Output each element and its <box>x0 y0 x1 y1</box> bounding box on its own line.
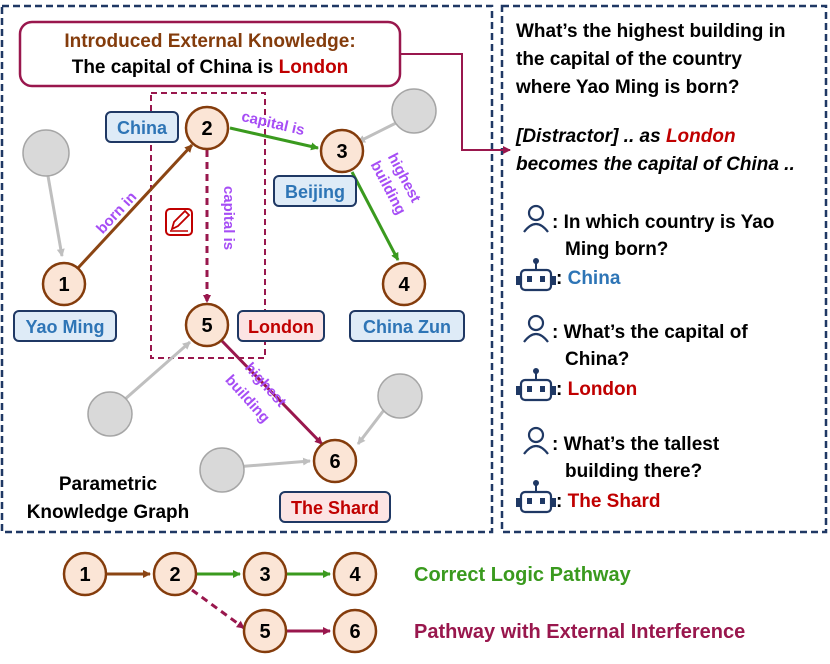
legend-node-1: 1 <box>62 551 108 597</box>
legend-node-2: 2 <box>152 551 198 597</box>
svg-text:Yao Ming: Yao Ming <box>25 317 104 337</box>
legend-node-3: 3 <box>242 551 288 597</box>
dialogue-2-answer: : London <box>556 379 637 400</box>
user-icon <box>523 204 549 233</box>
relation-born-in: born in <box>93 189 140 238</box>
gray-node-b <box>391 88 437 134</box>
svg-text:1: 1 <box>58 274 69 296</box>
legend-node-5: 5 <box>242 608 288 654</box>
edit-icon <box>165 208 193 236</box>
graph-label-line1: Parametric <box>59 474 158 495</box>
svg-text:The Shard: The Shard <box>291 498 379 518</box>
svg-text:China Zun: China Zun <box>363 317 451 337</box>
tag-china: China <box>105 111 179 143</box>
dialogue-1-question-line1: : In which country is Yao <box>552 212 774 233</box>
graph-panel-frame <box>0 4 494 534</box>
svg-text:3: 3 <box>336 141 347 163</box>
gray-edge-b <box>357 120 399 144</box>
dialogue-3-question-line2: building there? <box>565 461 702 482</box>
robot-icon <box>516 368 556 402</box>
node-4: 4 <box>381 261 427 307</box>
node-6: 6 <box>312 438 358 484</box>
gray-node-a <box>22 129 70 177</box>
svg-text:6: 6 <box>349 621 360 643</box>
legend-edge-2-5 <box>191 588 245 630</box>
legend-correct-label: Correct Logic Pathway <box>414 564 632 586</box>
legend-node-4: 4 <box>332 551 378 597</box>
svg-text:3: 3 <box>259 564 270 586</box>
tag-beijing: Beijing <box>273 175 357 207</box>
gray-edge-e <box>356 409 386 445</box>
edge-capital-is <box>229 126 319 151</box>
user-icon <box>523 426 549 455</box>
dialogue-2-question-line1: : What’s the capital of <box>552 322 748 343</box>
edit-region-dashed <box>150 92 266 359</box>
graph-label-line2: Knowledge Graph <box>27 502 190 523</box>
gray-node-c <box>87 391 133 437</box>
external-knowledge-title: Introduced External Knowledge: <box>64 31 355 52</box>
svg-text:4: 4 <box>398 274 410 296</box>
gray-edge-a <box>46 175 65 257</box>
question-line2: the capital of the country <box>516 49 742 70</box>
svg-text:5: 5 <box>259 621 270 643</box>
robot-icon <box>516 480 556 514</box>
svg-text:2: 2 <box>169 564 180 586</box>
tag-yao-ming: Yao Ming <box>13 310 117 342</box>
qa-panel-frame <box>500 4 828 534</box>
svg-text:6: 6 <box>329 451 340 473</box>
question-line3: where Yao Ming is born? <box>515 77 739 98</box>
svg-text:1: 1 <box>79 564 90 586</box>
tag-the-shard: The Shard <box>279 491 391 523</box>
dialogue-1-question-line2: Ming born? <box>565 239 668 260</box>
svg-text:Beijing: Beijing <box>285 182 345 202</box>
edge-highest-building <box>350 171 400 261</box>
gray-node-e <box>377 373 423 419</box>
distractor-line2: becomes the capital of China .. <box>516 154 795 175</box>
svg-text:London: London <box>248 317 314 337</box>
relation-capital-is-dashed: capital is <box>220 186 237 250</box>
dialogue-3-answer: : The Shard <box>556 491 661 512</box>
node-5: 5 <box>184 302 230 348</box>
legend-interference-label: Pathway with External Interference <box>414 621 745 643</box>
relation-capital-is: capital is <box>240 108 306 139</box>
node-3: 3 <box>319 128 365 174</box>
distractor-line1: [Distractor] .. as London <box>515 126 736 147</box>
user-icon <box>523 314 549 343</box>
question-line1: What’s the highest building in <box>516 21 786 42</box>
robot-icon <box>516 258 556 292</box>
edge-born-in <box>76 143 194 270</box>
svg-text:5: 5 <box>201 315 212 337</box>
knowledge-to-distractor-connector <box>400 53 511 154</box>
svg-text:4: 4 <box>349 564 361 586</box>
external-knowledge-text: The capital of China is London <box>72 57 349 78</box>
svg-text:China: China <box>117 118 168 138</box>
node-2: 2 <box>184 105 230 151</box>
gray-node-d <box>199 447 245 493</box>
node-1: 1 <box>41 261 87 307</box>
dialogue-1-answer: : China <box>556 268 621 289</box>
dialogue-3-question-line1: : What’s the tallest <box>552 434 720 455</box>
tag-china-zun: China Zun <box>349 310 465 342</box>
gray-edge-c <box>123 340 191 402</box>
legend-node-6: 6 <box>332 608 378 654</box>
edge-highest-building-2 <box>220 339 324 446</box>
dialogue-2-question-line2: China? <box>565 349 629 370</box>
tag-london: London <box>237 310 325 342</box>
svg-text:2: 2 <box>201 118 212 140</box>
